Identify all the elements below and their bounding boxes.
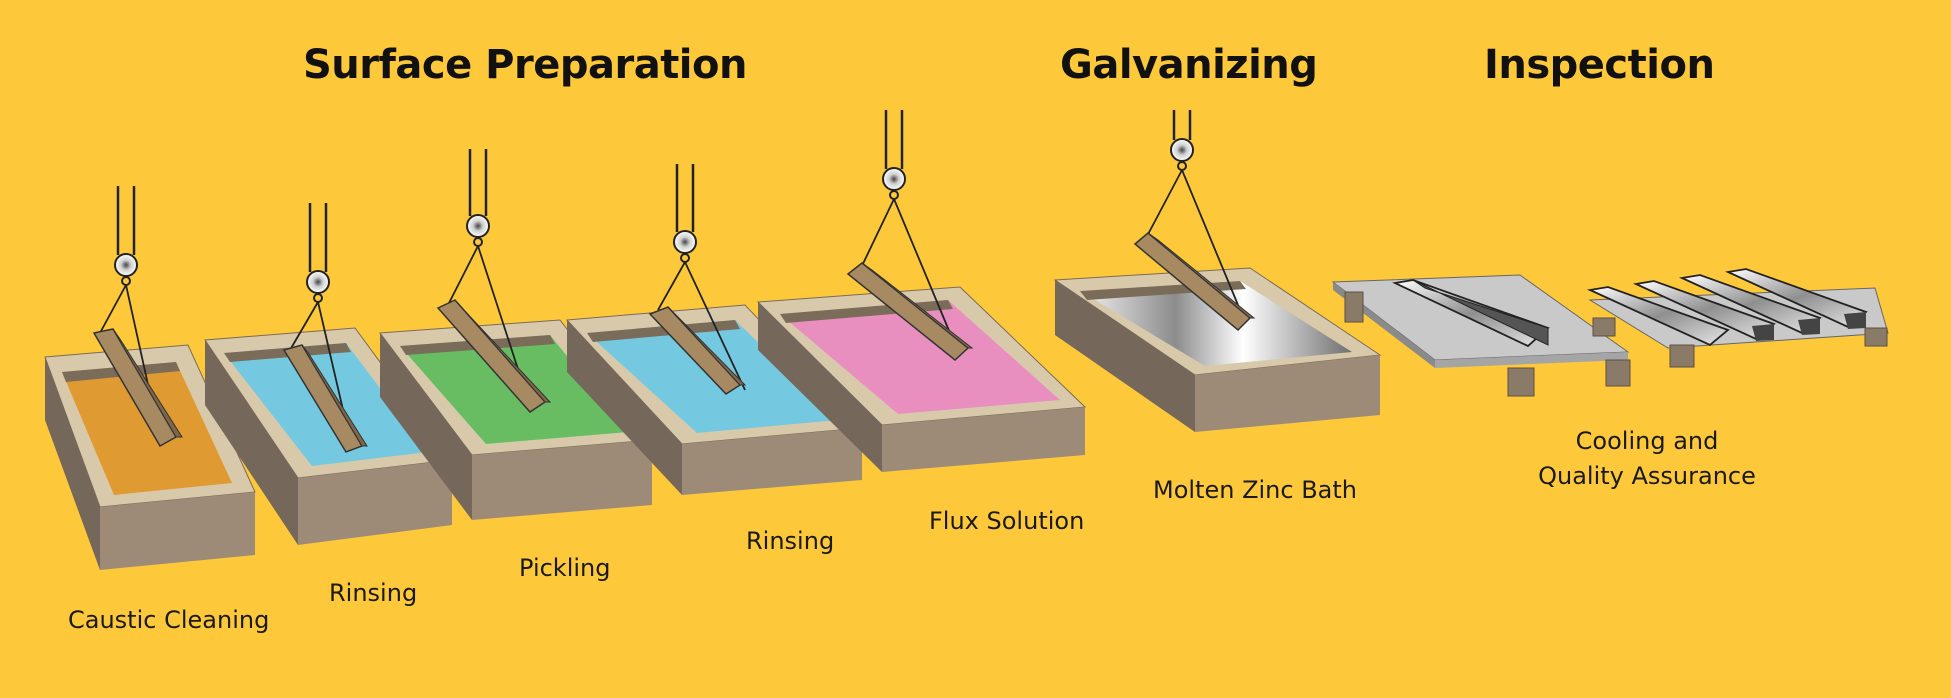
steel-beam-side	[861, 262, 974, 349]
hook-icon	[313, 293, 323, 303]
tank-front-wall	[1195, 355, 1380, 432]
tank-front-wall	[298, 460, 452, 545]
tank-front-wall	[682, 428, 862, 495]
tank-inner-wall	[587, 320, 740, 342]
galvanized-beam-end	[1752, 324, 1774, 341]
sling	[684, 261, 746, 391]
hook-icon	[889, 190, 899, 200]
hook-icon	[121, 276, 131, 286]
pallet-leg	[1507, 367, 1535, 397]
label-cooling-line-1: Cooling and	[1576, 427, 1719, 455]
label-caustic-cleaning: Caustic Cleaning	[68, 606, 269, 634]
sling	[859, 198, 895, 271]
tank-left-wall	[758, 302, 882, 472]
pallet-leg	[1864, 327, 1888, 347]
steel-beam-side	[1147, 232, 1256, 319]
hoist-pickling	[436, 149, 552, 413]
hoist-flux-solution	[846, 110, 974, 361]
heading-inspection: Inspection	[1484, 42, 1714, 88]
pulley-icon	[306, 270, 330, 294]
flux-liquid	[780, 300, 1060, 414]
caustic-liquid	[62, 362, 232, 495]
label-pickling: Pickling	[519, 554, 611, 582]
tank-molten-zinc-bath	[1053, 267, 1382, 432]
steel-beam-side	[454, 299, 552, 403]
pulley-icon	[114, 253, 138, 277]
hoist-caustic-cleaning	[92, 186, 183, 448]
pulley-icon	[882, 167, 906, 191]
tank-left-wall	[1055, 280, 1195, 432]
galvanized-beam-side	[1412, 279, 1549, 346]
label-rinsing-2: Rinsing	[746, 527, 834, 555]
steel-beam-side	[112, 328, 183, 438]
pallet-leg	[1669, 344, 1695, 368]
hook-icon	[680, 253, 690, 263]
tank-left-wall	[380, 333, 472, 520]
hook-icon	[473, 237, 483, 247]
tank-front-wall	[882, 407, 1085, 472]
sling	[447, 245, 479, 306]
tank-left-wall	[45, 357, 100, 570]
label-rinsing-1: Rinsing	[329, 579, 417, 607]
heading-surface-preparation: Surface Preparation	[303, 42, 747, 88]
sling	[99, 284, 127, 334]
pulley-icon	[673, 230, 697, 254]
tank-front-wall	[472, 440, 652, 520]
sling	[289, 301, 319, 351]
hook-icon	[1177, 161, 1187, 171]
pulley-icon	[1170, 138, 1194, 162]
pallet-leg	[1344, 291, 1364, 323]
sling	[1181, 169, 1239, 306]
pulley-icon	[466, 214, 490, 238]
hoist-rinsing-2	[648, 164, 747, 395]
sling	[1144, 169, 1183, 241]
cooling-pallet-2	[1586, 268, 1889, 368]
sling	[657, 261, 686, 311]
galvanized-beam	[1586, 286, 1730, 347]
tank-left-wall	[205, 340, 298, 545]
hoist-rinsing-1	[282, 203, 368, 453]
steel-beam-side	[301, 344, 368, 447]
sling	[893, 198, 956, 346]
pallet-leg	[1605, 359, 1631, 387]
hoist-molten-zinc-bath	[1133, 110, 1256, 332]
tank-front-wall	[100, 492, 255, 570]
zinc-liquid	[1080, 281, 1352, 366]
label-flux-solution: Flux Solution	[929, 507, 1084, 535]
tank-left-wall	[567, 320, 682, 495]
galvanized-beam-end	[1844, 312, 1866, 329]
tank-caustic-cleaning	[44, 344, 256, 570]
pallet-leg	[1592, 317, 1616, 337]
cooling-pallet-1	[1331, 274, 1631, 397]
label-cooling-line-2: Quality Assurance	[1538, 462, 1756, 490]
steel-beam-side	[667, 306, 747, 386]
heading-galvanizing: Galvanizing	[1060, 42, 1317, 88]
pallet-edge	[1435, 352, 1628, 368]
label-molten-zinc-bath: Molten Zinc Bath	[1153, 476, 1357, 504]
galvanized-beam-end	[1798, 318, 1820, 335]
